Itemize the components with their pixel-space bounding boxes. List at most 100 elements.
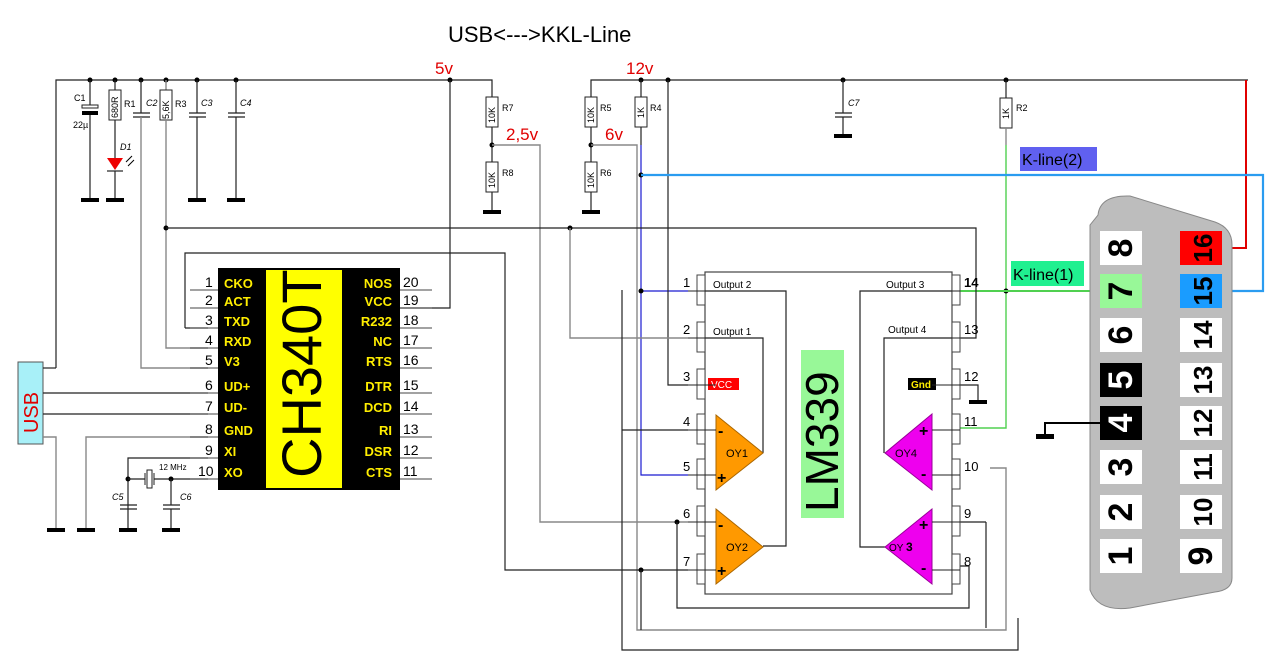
svg-text:1K: 1K [1001, 108, 1011, 119]
obd-pin-number: 2 [1102, 503, 1140, 522]
svg-text:5,6K: 5,6K [161, 100, 171, 119]
label-12v: 12v [626, 59, 654, 78]
lm339-pin-number: 10 [964, 459, 978, 474]
ch340-pin-name: RTS [366, 354, 392, 369]
obd-pin-16 [1180, 231, 1222, 265]
ch340-pin-name: RI [379, 423, 392, 438]
lm339-pin-tab [951, 505, 961, 537]
obd-pin-number: 7 [1102, 282, 1140, 301]
obd-pin-6 [1100, 318, 1142, 352]
svg-text:+: + [919, 517, 928, 534]
svg-text:Output 1: Output 1 [713, 327, 752, 338]
lm339-pin-number: 11 [964, 414, 978, 429]
svg-text:R2: R2 [1016, 103, 1028, 113]
obd-pin-number: 11 [1188, 453, 1218, 481]
svg-text:R6: R6 [600, 168, 612, 178]
opamp-oy3 [884, 507, 933, 586]
svg-text:R8: R8 [502, 168, 514, 178]
obd-pin-number: 1 [1102, 547, 1140, 566]
svg-text:+: + [717, 470, 726, 487]
ch340-pin-number: 19 [403, 292, 419, 308]
obd-pin-number: 15 [1188, 277, 1218, 306]
svg-text:-: - [718, 423, 723, 440]
signal-wires [166, 225, 1019, 651]
opamp-oy1 [715, 413, 764, 492]
obd-pin-13 [1180, 363, 1222, 397]
kline1-label: K-line(1) [1013, 267, 1073, 284]
svg-text:OY4: OY4 [895, 448, 917, 460]
obd-pin-12 [1180, 406, 1222, 440]
svg-text:10K: 10K [487, 172, 497, 188]
ch340-pin-name: V3 [224, 354, 240, 369]
svg-text:C6: C6 [180, 492, 192, 502]
lm339-pin-number: 1 [683, 275, 690, 290]
lm339-pin-tab [696, 458, 706, 490]
obd-pin-number: 6 [1102, 326, 1140, 345]
resistor-r1: 680R R1 [108, 80, 136, 158]
lm339-pin-number: 5 [683, 459, 690, 474]
ch340-pin-name: XI [224, 444, 236, 459]
ch340-pin-name: ACT [224, 294, 251, 309]
lm339-pin-number: 4 [683, 414, 690, 429]
ch340-pin-name: XO [224, 465, 243, 480]
lm339-pin-tab [951, 458, 961, 490]
lm339-pin-tab [951, 413, 961, 445]
capacitor-c3: C3 [188, 80, 213, 202]
capacitor-c1: C1 22µ [73, 80, 99, 202]
obd-pin-11 [1180, 450, 1222, 484]
ch340-pin-number: 10 [198, 463, 214, 479]
ch340-pin-number: 2 [205, 292, 213, 308]
svg-text:+: + [717, 563, 726, 580]
led-d1: D1 [106, 142, 135, 202]
lm339-pin-tab [951, 553, 961, 585]
obd-pin-number: 3 [1102, 458, 1140, 477]
svg-text:C1: C1 [74, 93, 86, 103]
kline2-label: K-line(2) [1022, 152, 1082, 169]
svg-text:C2: C2 [146, 98, 158, 108]
gnd-label: Gnd [911, 380, 931, 391]
obd-pin-number: 13 [1188, 366, 1218, 395]
ch340-pin-number: 15 [403, 377, 419, 393]
schematic-title: USB<--->KKL-Line [448, 22, 631, 47]
ch340-pin-name: R232 [361, 314, 392, 329]
obd-pin-14 [1180, 318, 1222, 352]
obd-pin-15 [1180, 274, 1222, 308]
svg-text:Output 2: Output 2 [713, 280, 752, 291]
ch340-pin-number: 3 [205, 312, 213, 328]
ch340-pin-name: DCD [364, 400, 392, 415]
ch340-pin-number: 1 [205, 274, 213, 290]
lm339-pin-tab [696, 505, 706, 537]
lm339-pin-number: 12 [964, 369, 978, 384]
lm339-pin-tab [951, 321, 961, 353]
usb-connector: USB 12 MHz C5 C6 [17, 361, 208, 532]
svg-text:1K: 1K [636, 107, 646, 118]
lm339-pin-number: 6 [683, 506, 690, 521]
lm339-pin-number: 3 [683, 369, 690, 384]
svg-text:OY1: OY1 [726, 448, 748, 460]
ch340-pin-name: RXD [224, 334, 251, 349]
svg-text:R4: R4 [650, 103, 662, 113]
ch340t-chip: CH340T [218, 268, 400, 490]
svg-text:R3: R3 [175, 99, 187, 109]
label-5v: 5v [435, 59, 453, 78]
svg-text:R7: R7 [502, 103, 514, 113]
lm339-pin-number: 13 [964, 322, 978, 337]
svg-text:22µ: 22µ [73, 120, 88, 130]
capacitor-c4: C4 [227, 80, 252, 202]
svg-text:C7: C7 [848, 98, 860, 108]
divider-r7-r8: 10K R7 10K R8 2,5v [483, 96, 688, 523]
label-6v: 6v [605, 125, 623, 144]
lm339-pin-number: 14 [964, 275, 979, 290]
obd-pin-number: 4 [1102, 413, 1140, 432]
ch340-pin-number: 11 [403, 463, 418, 479]
svg-text:-: - [921, 466, 926, 483]
obd-pin-number: 5 [1102, 371, 1140, 390]
ch340-pin-name: DSR [365, 444, 393, 459]
ch340-pin-name: CTS [366, 465, 392, 480]
ch340-pin-number: 12 [403, 442, 419, 458]
svg-text:680R: 680R [110, 96, 120, 118]
obd-pin-4 [1100, 406, 1142, 440]
obd-pin-10 [1180, 495, 1222, 529]
